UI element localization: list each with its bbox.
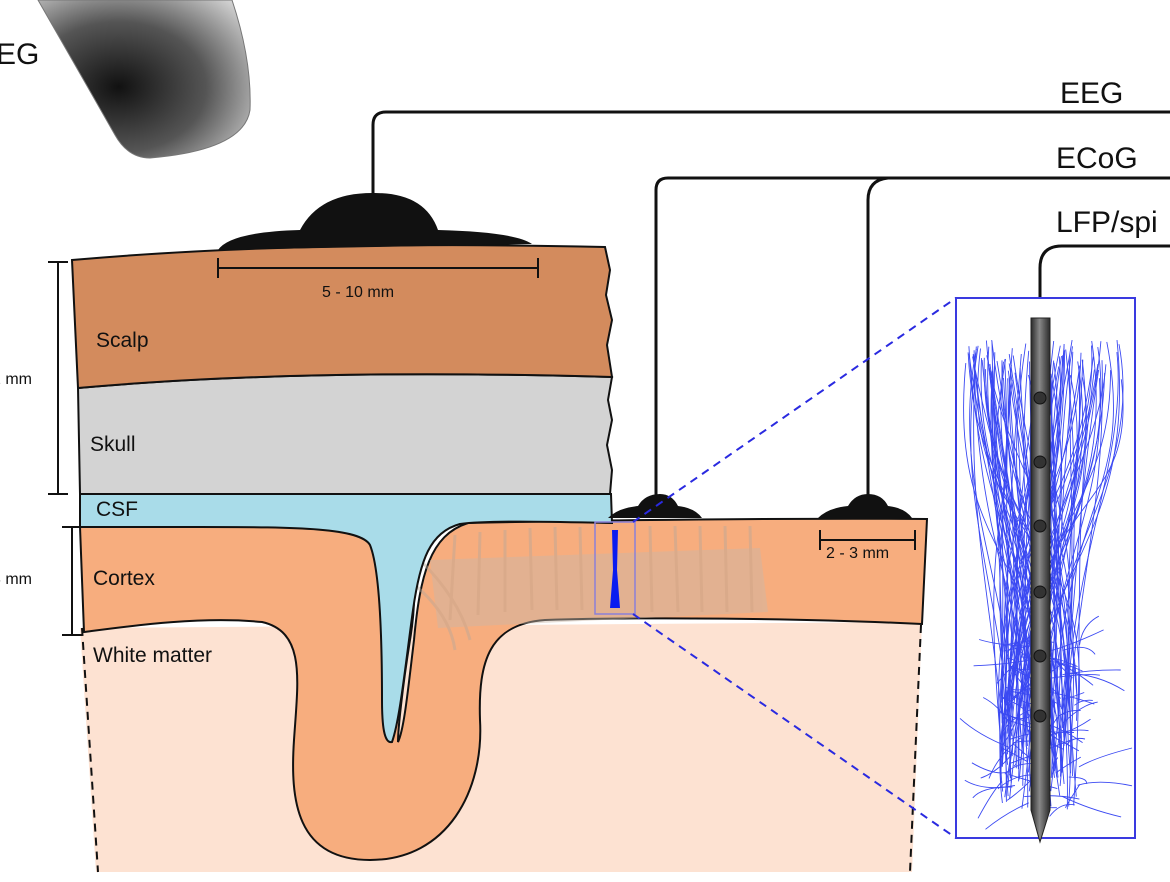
dendrite-strand <box>991 370 1062 777</box>
basal-dendrite <box>1025 726 1031 749</box>
basal-dendrite <box>1047 723 1083 743</box>
basal-dendrite <box>1062 692 1085 700</box>
dendrite-strand <box>999 359 1007 714</box>
dendrite-strand <box>1067 359 1084 797</box>
lfp-wire <box>1038 244 1170 318</box>
basal-dendrite <box>1024 719 1029 733</box>
ecog-wire-2 <box>866 176 889 496</box>
basal-dendrite <box>1051 757 1059 775</box>
basal-dendrite <box>1005 683 1031 706</box>
dendrite-strand <box>1054 369 1100 766</box>
meg-label: EG <box>0 38 39 71</box>
dendrite-strand <box>1020 379 1124 707</box>
white-matter-edge-left <box>81 627 99 873</box>
dendrite-strand <box>1000 348 1013 775</box>
scalp-skull-scale-label: 2 mm <box>0 371 32 388</box>
basal-dendrite <box>988 737 1022 779</box>
scalp-label: Scalp <box>96 329 149 352</box>
dendrite-strand <box>963 363 1063 770</box>
skull-label: Skull <box>90 433 136 456</box>
basal-dendrite <box>1051 657 1094 686</box>
dendrite-strand <box>1016 374 1078 717</box>
basal-dendrite <box>1002 710 1021 745</box>
basal-dendrite <box>1003 682 1034 719</box>
white-matter-label: White matter <box>93 644 212 667</box>
basal-dendrite <box>1050 693 1057 717</box>
dendrite-strand <box>1052 341 1114 723</box>
ecog-electrode-icon <box>608 494 702 518</box>
basal-dendrite <box>1062 701 1098 724</box>
zoom-source-box <box>594 521 636 615</box>
basal-dendrite <box>980 753 1013 779</box>
meg-sensor-icon <box>37 0 251 159</box>
dendrite-strand <box>1073 369 1095 806</box>
eeg-electrode-icon <box>218 192 532 250</box>
basal-dendrite <box>1055 756 1082 774</box>
basal-dendrite <box>971 762 1010 774</box>
csf-layer <box>79 493 614 744</box>
ecog-electrode-icon-2 <box>818 494 912 518</box>
dendrite-strand <box>1050 356 1062 772</box>
basal-dendrite <box>1062 646 1096 655</box>
eeg-wire <box>371 110 1170 195</box>
dendrite-strand <box>1061 349 1075 773</box>
eeg-scale-bar <box>217 258 539 278</box>
cortex-label: Cortex <box>93 567 155 590</box>
basal-dendrite <box>1052 710 1081 727</box>
dendrite-strand <box>1001 345 1065 724</box>
basal-dendrite <box>1074 699 1093 706</box>
white-matter-layer <box>80 622 922 872</box>
scalp-skull-scale-bar <box>48 261 68 495</box>
lfp-probe-icon <box>1030 317 1051 844</box>
basal-dendrite <box>1062 669 1121 676</box>
basal-dendrite <box>1024 795 1080 800</box>
zoom-line-top <box>632 297 957 523</box>
basal-dendrite <box>1001 684 1010 700</box>
dendrite-strand <box>1067 352 1119 774</box>
basal-dendrite <box>972 786 1013 799</box>
ecog-scale-bar <box>819 530 916 550</box>
neuron-texture <box>414 525 768 651</box>
mini-neurons <box>610 530 620 608</box>
probe-contacts <box>1033 391 1047 723</box>
basal-dendrite <box>1020 656 1083 672</box>
zoom-line-bottom <box>632 613 957 839</box>
dendrite-strand <box>984 369 1069 704</box>
basal-dendrite <box>1065 737 1086 746</box>
basal-dendrite <box>977 780 1003 819</box>
basal-dendrite <box>982 697 1010 724</box>
dendrite-strand <box>973 346 1009 765</box>
basal-dendrite <box>1008 639 1016 675</box>
basal-dendrite <box>1068 776 1088 784</box>
basal-dendrite <box>1078 747 1133 768</box>
basal-dendrite <box>1051 674 1100 679</box>
basal-dendrite <box>959 718 1010 748</box>
csf-label: CSF <box>96 498 138 521</box>
basal-dendrite <box>1002 748 1029 763</box>
basal-dendrite <box>1065 783 1081 808</box>
basal-dendrite <box>1008 773 1058 790</box>
basal-dendrite <box>1077 781 1133 787</box>
cortex-scale-bar <box>62 526 82 636</box>
basal-dendrite <box>964 779 1015 789</box>
basal-dendrite <box>1079 615 1100 646</box>
basal-dendrite <box>1061 795 1122 818</box>
dendrite-strand <box>969 348 1014 757</box>
eeg-label: EEG <box>1060 77 1123 110</box>
ecog-wire <box>654 176 1170 496</box>
eeg-scale-label: 5 - 10 mm <box>322 284 394 301</box>
basal-dendrite <box>985 802 1029 830</box>
cortex-scale-label: 3 mm <box>0 571 32 588</box>
ecog-label: ECoG <box>1056 142 1138 175</box>
basal-dendrite <box>1006 641 1020 653</box>
dendrite-strand <box>1004 366 1081 798</box>
basal-dendrite <box>1049 803 1075 817</box>
lfp-label: LFP/spi <box>1056 206 1158 239</box>
skull-layer <box>76 373 614 495</box>
dendrite-strand <box>1059 355 1073 787</box>
scalp-layer <box>70 244 614 390</box>
ecog-scale-label: 2 - 3 mm <box>826 545 889 562</box>
basal-dendrite <box>996 665 1014 684</box>
